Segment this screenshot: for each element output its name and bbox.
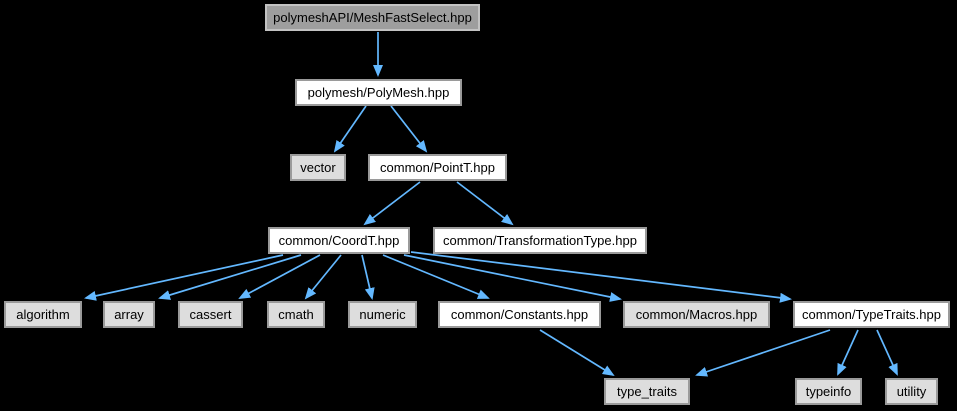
- node-polymeshapi-meshfastselect-hpp: polymeshAPI/MeshFastSelect.hpp: [265, 4, 480, 31]
- node-polymesh-polymesh-hpp[interactable]: polymesh/PolyMesh.hpp: [295, 79, 462, 106]
- node-array: array: [103, 301, 155, 328]
- node-algorithm: algorithm: [4, 301, 82, 328]
- node-numeric: numeric: [348, 301, 417, 328]
- node-common-pointt-hpp[interactable]: common/PointT.hpp: [368, 154, 507, 181]
- node-typeinfo: typeinfo: [795, 378, 862, 405]
- node-cmath: cmath: [267, 301, 325, 328]
- node-common-transformationtype-hpp[interactable]: common/TransformationType.hpp: [433, 227, 647, 254]
- node-common-constants-hpp[interactable]: common/Constants.hpp: [438, 301, 601, 328]
- edge-lines: [84, 32, 898, 377]
- node-common-coordt-hpp[interactable]: common/CoordT.hpp: [268, 227, 410, 254]
- node-utility: utility: [885, 378, 938, 405]
- node-common-macros-hpp: common/Macros.hpp: [623, 301, 770, 328]
- node-common-typetraits-hpp[interactable]: common/TypeTraits.hpp: [793, 301, 950, 328]
- node-cassert: cassert: [178, 301, 243, 328]
- node-type-traits: type_traits: [604, 378, 690, 405]
- node-vector: vector: [290, 154, 346, 181]
